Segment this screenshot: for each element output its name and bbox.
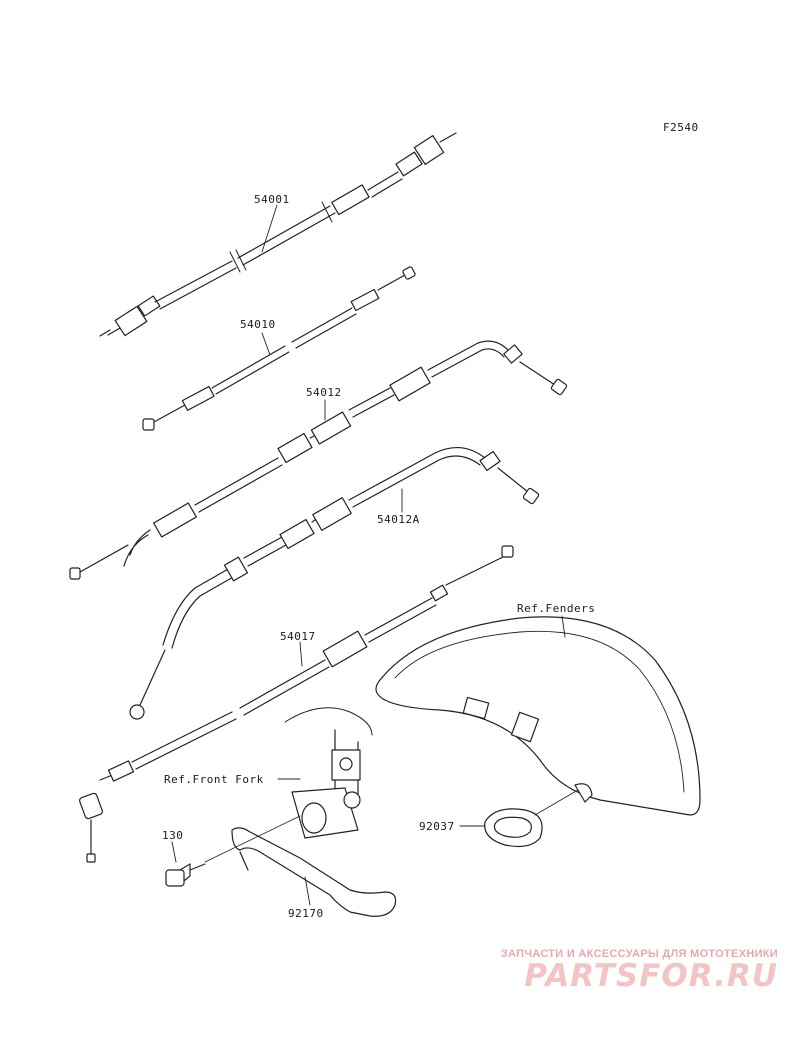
watermark-logo: PARTSFOR.RU — [524, 958, 778, 994]
ref-fenders-label: Ref.Fenders — [517, 602, 596, 615]
part-label-54017: 54017 — [280, 630, 316, 643]
leader-92170 — [304, 876, 311, 906]
part-label-92170: 92170 — [288, 907, 324, 920]
part-label-130: 130 — [162, 829, 184, 842]
leader-130 — [171, 841, 177, 863]
speedometer-cable-54001[interactable] — [99, 132, 457, 337]
watermark: ЗАПЧАСТИ И АКСЕССУАРЫ ДЛЯ МОТОТЕХНИКИ PA… — [501, 948, 778, 994]
part-label-54001: 54001 — [254, 193, 290, 206]
part-label-54012: 54012 — [306, 386, 342, 399]
front-fender — [375, 616, 701, 816]
grommet-92037[interactable] — [484, 789, 579, 848]
leader-54001 — [261, 204, 278, 253]
throttle-cable-54012A[interactable] — [129, 447, 540, 720]
bolt-130[interactable] — [165, 863, 206, 887]
figure-code: F2540 — [663, 121, 699, 134]
part-label-54012A: 54012A — [377, 513, 420, 526]
leader-54010 — [261, 332, 271, 356]
watermark-caption: ЗАПЧАСТИ И АКСЕССУАРЫ ДЛЯ МОТОТЕХНИКИ — [500, 948, 778, 960]
ref-front-fork-label: Ref.Front Fork — [164, 773, 264, 786]
front-fork-clamp — [284, 707, 373, 839]
leader-fenders — [561, 615, 566, 638]
throttle-cable-54012[interactable] — [69, 340, 568, 580]
part-label-54010: 54010 — [240, 318, 276, 331]
choke-cable-54017[interactable] — [79, 545, 514, 863]
cable-guide-92170[interactable] — [231, 827, 397, 917]
clutch-cable-54010[interactable] — [142, 266, 416, 431]
bolt-line-130 — [204, 815, 301, 863]
leader-54017 — [299, 641, 303, 667]
part-label-92037: 92037 — [419, 820, 455, 833]
